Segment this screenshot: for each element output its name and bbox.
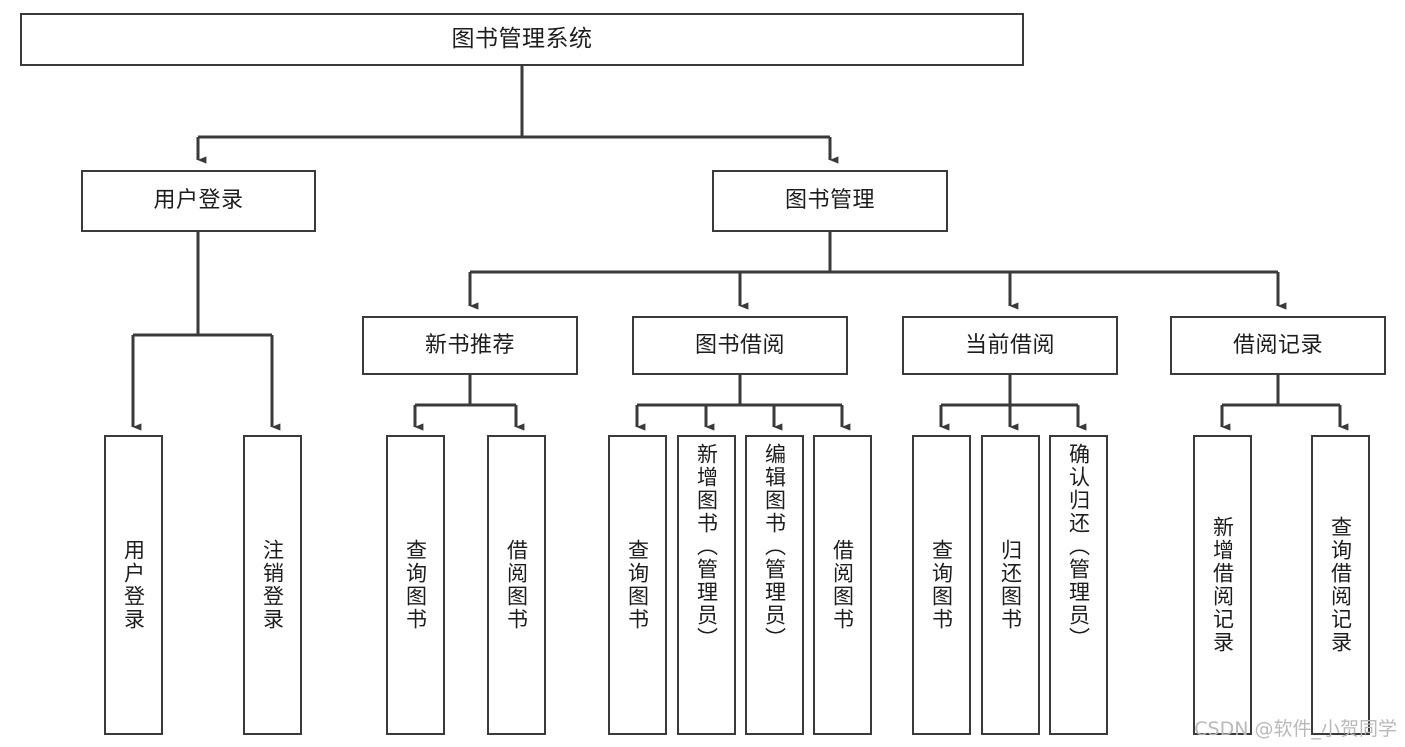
node-label: 用户登录 bbox=[121, 539, 146, 631]
leaf-borrow-record-query-record[interactable]: 查询借阅记录 bbox=[1311, 435, 1370, 735]
node-label: 新增图书（管理员） bbox=[694, 443, 719, 650]
node-label: 图书借阅 bbox=[694, 332, 785, 358]
leaf-book-borrow-borrow-book[interactable]: 借阅图书 bbox=[813, 435, 872, 735]
node-label: 注销登录 bbox=[260, 539, 285, 631]
node-label: 借阅图书 bbox=[830, 539, 855, 631]
node-label: 借阅记录 bbox=[1232, 332, 1323, 358]
node-book-management[interactable]: 图书管理 bbox=[712, 170, 948, 232]
node-label: 当前借阅 bbox=[964, 332, 1055, 358]
leaf-current-borrow-confirm-return-admin[interactable]: 确认归还（管理员） bbox=[1049, 435, 1108, 735]
node-label: 借阅图书 bbox=[504, 539, 529, 631]
csdn-watermark: CSDN @软件_小贺同学 bbox=[1194, 718, 1397, 740]
node-label: 查询图书 bbox=[403, 539, 428, 631]
node-label: 查询借阅记录 bbox=[1328, 516, 1353, 654]
node-book-borrow[interactable]: 图书借阅 bbox=[632, 316, 848, 375]
leaf-user-login-login[interactable]: 用户登录 bbox=[104, 435, 163, 735]
node-label: 确认归还（管理员） bbox=[1066, 443, 1091, 650]
leaf-book-borrow-add-book-admin[interactable]: 新增图书（管理员） bbox=[677, 435, 736, 735]
node-user-login[interactable]: 用户登录 bbox=[81, 170, 316, 232]
leaf-borrow-record-add-record[interactable]: 新增借阅记录 bbox=[1193, 435, 1252, 735]
node-root-book-management-system[interactable]: 图书管理系统 bbox=[20, 13, 1024, 66]
leaf-new-book-borrow-book[interactable]: 借阅图书 bbox=[487, 435, 546, 735]
leaf-book-borrow-edit-book-admin[interactable]: 编辑图书（管理员） bbox=[745, 435, 804, 735]
node-current-borrow[interactable]: 当前借阅 bbox=[902, 316, 1118, 375]
node-label: 图书管理 bbox=[784, 188, 875, 214]
node-borrow-record[interactable]: 借阅记录 bbox=[1170, 316, 1386, 375]
leaf-current-borrow-query-book[interactable]: 查询图书 bbox=[912, 435, 971, 735]
node-label: 查询图书 bbox=[625, 539, 650, 631]
node-new-book-recommend[interactable]: 新书推荐 bbox=[362, 316, 578, 375]
node-label: 查询图书 bbox=[929, 539, 954, 631]
leaf-new-book-query-book[interactable]: 查询图书 bbox=[386, 435, 445, 735]
node-label: 编辑图书（管理员） bbox=[762, 443, 787, 650]
node-label: 图书管理系统 bbox=[451, 25, 593, 52]
leaf-user-login-logout[interactable]: 注销登录 bbox=[243, 435, 302, 735]
node-label: 新增借阅记录 bbox=[1210, 516, 1235, 654]
node-label: 新书推荐 bbox=[424, 332, 515, 358]
leaf-current-borrow-return-book[interactable]: 归还图书 bbox=[981, 435, 1040, 735]
node-label: 归还图书 bbox=[998, 539, 1023, 631]
leaf-book-borrow-query-book[interactable]: 查询图书 bbox=[608, 435, 667, 735]
node-label: 用户登录 bbox=[153, 188, 244, 214]
